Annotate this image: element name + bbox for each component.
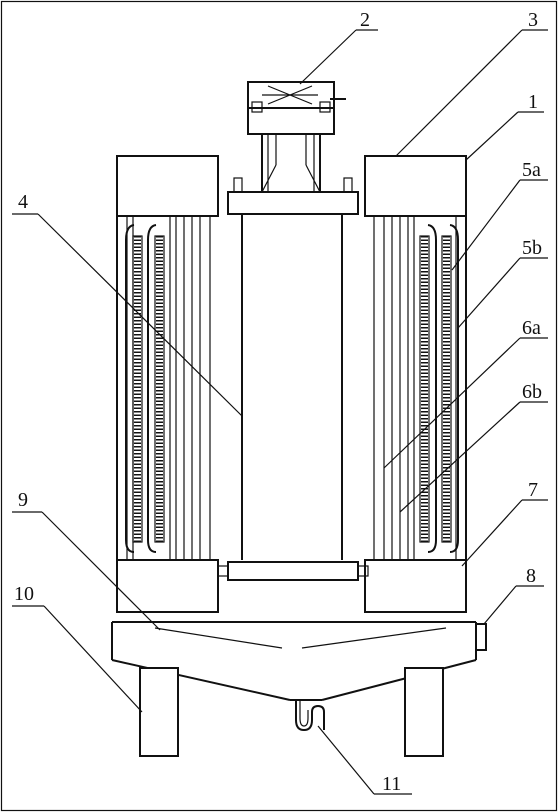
top-nozzle bbox=[247, 81, 346, 193]
label-7: 7 bbox=[528, 479, 538, 501]
central-tube bbox=[209, 214, 375, 560]
label-10: 10 bbox=[14, 583, 34, 605]
bottom-bolt-left bbox=[217, 565, 229, 577]
label-6a: 6a bbox=[522, 317, 541, 339]
label-4: 4 bbox=[18, 191, 28, 213]
right-heater-assembly bbox=[383, 216, 459, 560]
bottom-bolt-right bbox=[357, 565, 369, 577]
label-8: 8 bbox=[526, 565, 536, 587]
leg-right bbox=[404, 667, 444, 757]
left-heater-assembly bbox=[125, 216, 201, 560]
label-5a: 5a bbox=[522, 159, 541, 181]
top-block-right bbox=[364, 155, 467, 217]
bottom-block-left bbox=[116, 559, 219, 613]
bottom-block-right bbox=[364, 559, 467, 613]
side-outlet bbox=[475, 623, 487, 651]
bolt-right bbox=[343, 177, 353, 193]
label-2: 2 bbox=[360, 9, 370, 31]
label-9: 9 bbox=[18, 489, 28, 511]
top-block-left bbox=[116, 155, 219, 217]
leg-left bbox=[139, 667, 179, 757]
conical-collector bbox=[111, 621, 477, 701]
label-6b: 6b bbox=[522, 381, 542, 403]
bottom-flange bbox=[227, 561, 359, 581]
label-5b: 5b bbox=[522, 237, 542, 259]
bolt-left bbox=[233, 177, 243, 193]
label-1: 1 bbox=[528, 91, 538, 113]
label-11: 11 bbox=[382, 773, 401, 795]
drain-trap bbox=[295, 700, 325, 732]
top-flange bbox=[227, 191, 359, 215]
leader-lines bbox=[12, 29, 548, 795]
label-3: 3 bbox=[528, 9, 538, 31]
